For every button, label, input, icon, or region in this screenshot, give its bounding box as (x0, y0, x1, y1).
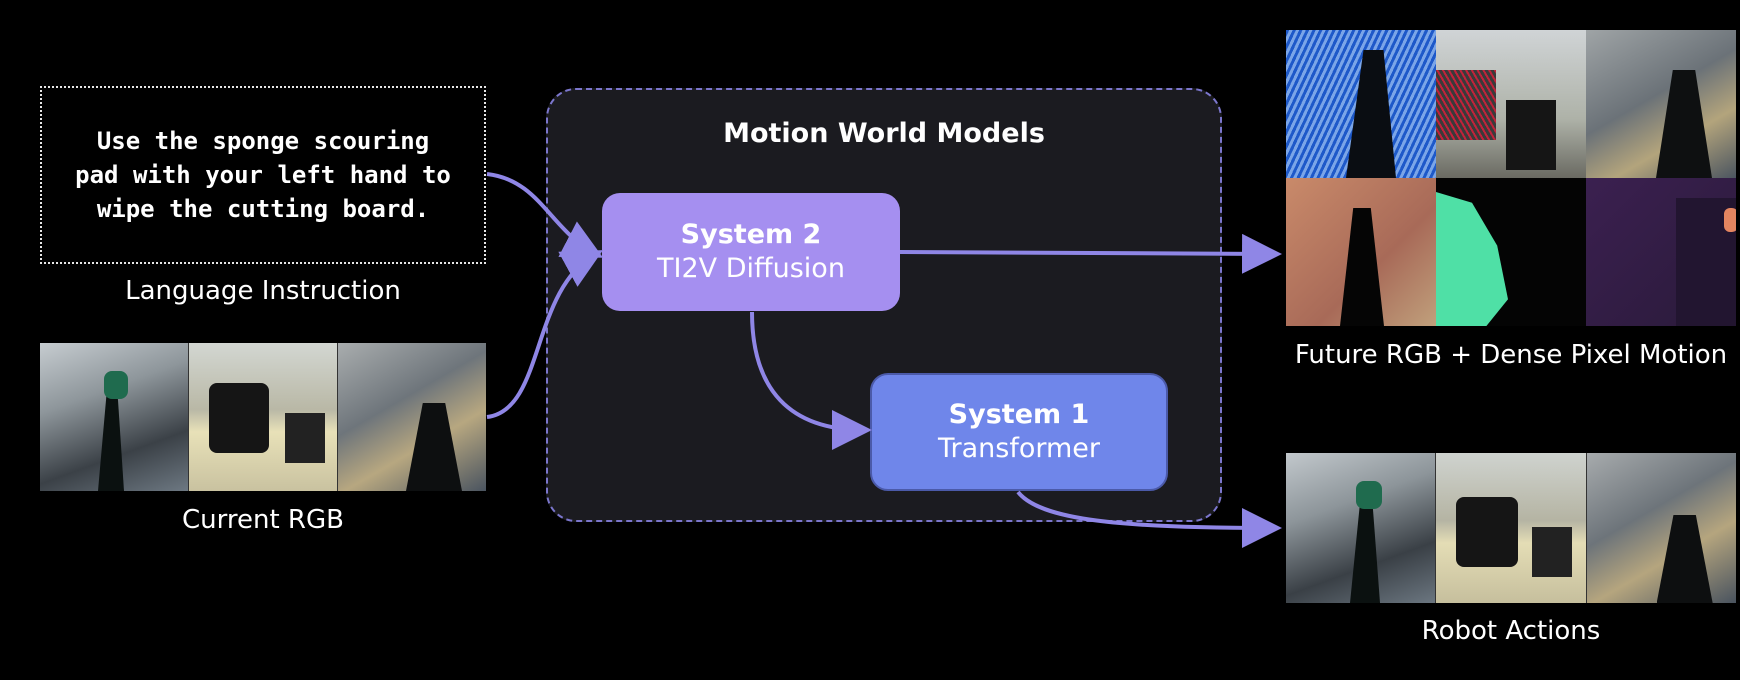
robot-action-frame-2 (1435, 453, 1586, 603)
current-rgb-strip (40, 343, 486, 491)
future-rgb-caption: Future RGB + Dense Pixel Motion (1294, 340, 1728, 370)
robot-action-frame-3 (1585, 453, 1736, 603)
robot-action-frame-1 (1286, 453, 1436, 603)
system-1-desc: Transformer (937, 433, 1100, 464)
language-instruction-box: Use the sponge scouring pad with your le… (40, 86, 486, 264)
motion-world-models-title: Motion World Models (723, 118, 1045, 149)
system-2-desc: TI2V Diffusion (657, 253, 845, 284)
future-rgb-motion-grid (1286, 30, 1736, 326)
system-2-name: System 2 (680, 219, 822, 250)
current-rgb-frame-3 (337, 343, 486, 491)
arrow-system1-to-actions (1016, 490, 1282, 548)
future-frame-rgb-2 (1436, 30, 1586, 178)
future-frame-rgb-1 (1286, 30, 1436, 178)
arrow-instruction-to-system2 (486, 172, 604, 258)
future-frame-motion-3 (1586, 178, 1736, 326)
system-1-box: System 1 Transformer (870, 373, 1168, 491)
current-rgb-caption: Current RGB (182, 505, 344, 535)
current-rgb-frame-2 (188, 343, 337, 491)
system-2-box: System 2 TI2V Diffusion (602, 193, 900, 311)
arrow-system2-to-system1 (750, 311, 872, 450)
arrow-system2-to-future (899, 233, 1282, 274)
future-frame-rgb-3 (1586, 30, 1736, 178)
language-instruction-text: Use the sponge scouring pad with your le… (75, 127, 451, 223)
system-1-name: System 1 (948, 399, 1090, 430)
robot-actions-caption: Robot Actions (1421, 616, 1601, 646)
language-instruction-caption: Language Instruction (125, 276, 401, 306)
arrow-rgb-to-system2 (486, 250, 604, 419)
current-rgb-frame-1 (40, 343, 188, 491)
future-frame-motion-2 (1436, 178, 1586, 326)
future-frame-motion-1 (1286, 178, 1436, 326)
robot-actions-strip (1286, 453, 1736, 603)
